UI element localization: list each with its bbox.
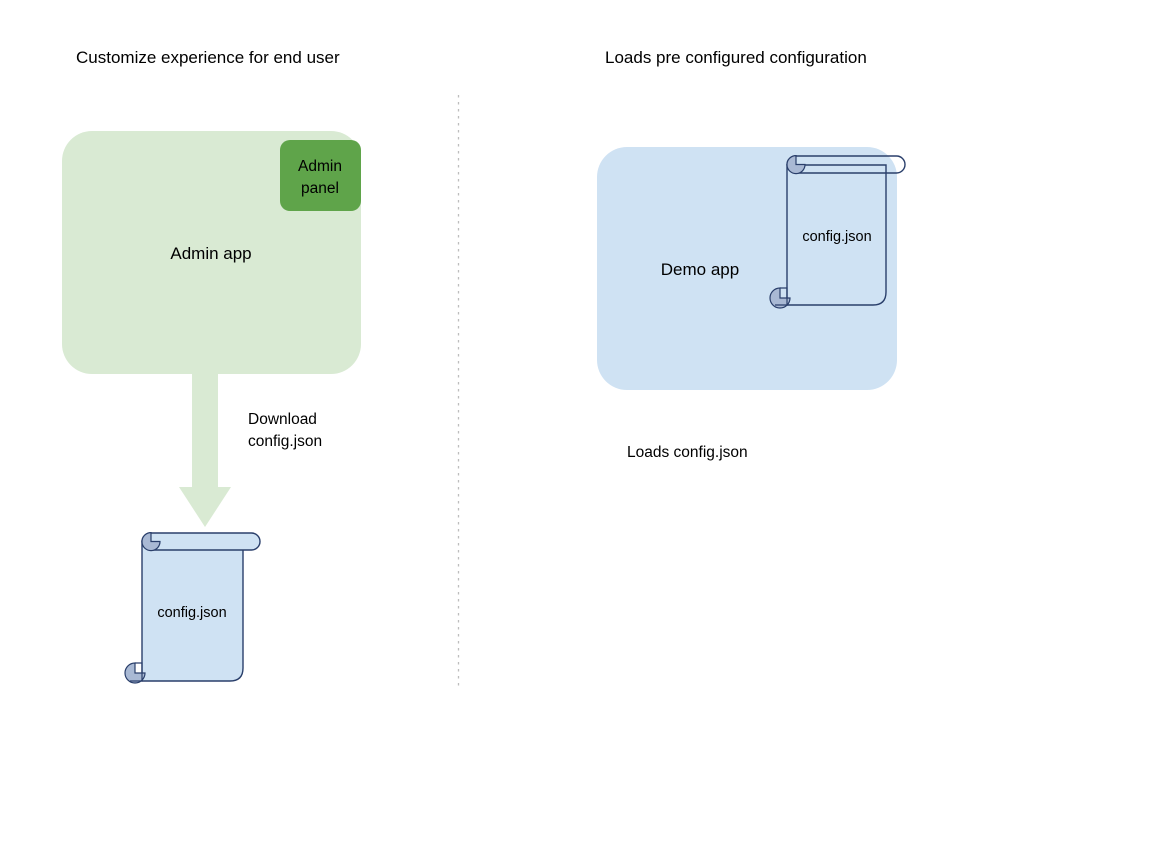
left-document-bottom-curl — [124, 662, 146, 684]
demo-app-box[interactable] — [597, 147, 897, 390]
admin-panel-badge[interactable] — [280, 140, 361, 211]
loads-config-caption: Loads config.json — [627, 444, 748, 461]
left-document-label: config.json — [157, 605, 227, 621]
right-document-bottom-curl-edge — [775, 287, 788, 306]
left-config-document[interactable] — [124, 531, 261, 684]
right-document-bottom-curl — [769, 287, 791, 309]
right-config-document[interactable] — [769, 154, 906, 309]
left-document-bottom-curl-edge — [130, 662, 143, 682]
admin-app-label: Admin app — [170, 244, 252, 263]
admin-panel-badge-label-line2: panel — [301, 180, 339, 197]
left-column-title: Customize experience for end user — [76, 48, 340, 67]
admin-panel-badge-label-line1: Admin — [298, 158, 342, 175]
left-document-top-curl — [141, 531, 161, 552]
download-arrow — [179, 368, 231, 527]
right-document-top-curl — [786, 154, 806, 175]
right-column-title: Loads pre configured configuration — [605, 48, 867, 67]
download-arrow-label-line1: Download — [248, 411, 317, 428]
right-document-body — [786, 164, 887, 306]
download-arrow-label-line2: config.json — [248, 433, 323, 450]
left-document-body — [141, 540, 244, 682]
right-document-label: config.json — [802, 229, 872, 245]
demo-app-label: Demo app — [660, 260, 740, 279]
